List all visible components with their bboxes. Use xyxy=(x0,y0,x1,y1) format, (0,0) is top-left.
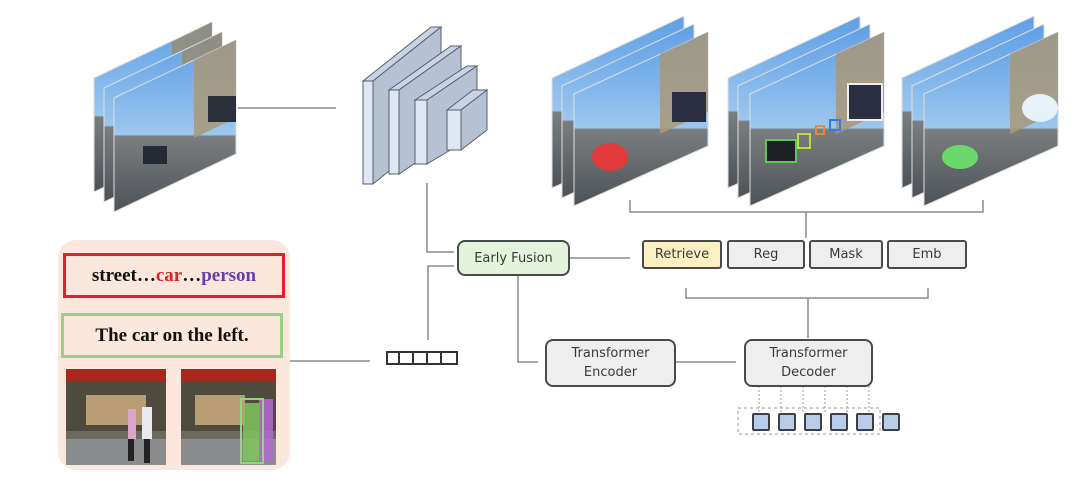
visual-prompt-image-1 xyxy=(66,369,166,465)
decoder-label-line2: Decoder xyxy=(781,365,836,380)
category-prompt-box: street…car…person xyxy=(63,253,285,298)
reg-head: Reg xyxy=(727,240,805,269)
reg-label: Reg xyxy=(753,247,779,262)
retrieve-head: Retrieve xyxy=(642,240,722,269)
backbone-block-4 xyxy=(445,88,489,152)
early-fusion-label: Early Fusion xyxy=(474,250,553,266)
car-bounding-box xyxy=(765,139,797,163)
output-stack-retrieve xyxy=(551,15,709,207)
heads-bracket xyxy=(685,288,929,299)
query-token xyxy=(882,413,900,431)
query-token xyxy=(752,413,770,431)
mask-head: Mask xyxy=(809,240,883,269)
backbone-to-fusion-line xyxy=(426,183,454,253)
transformer-encoder-node: Transformer Encoder xyxy=(545,339,676,387)
output-stack-mask xyxy=(901,15,1059,207)
video-frame-front xyxy=(113,39,237,213)
output-frames xyxy=(551,15,1059,207)
expression-prompt-box: The car on the left. xyxy=(61,313,283,358)
tokens-to-fusion-line xyxy=(427,265,454,340)
category-ellipsis: … xyxy=(182,264,202,286)
emb-head: Emb xyxy=(887,240,967,269)
visual-prompt-image-2 xyxy=(181,369,276,465)
green-car-mask xyxy=(942,145,978,169)
encoder-label-line1: Transformer xyxy=(571,346,650,361)
retrieve-label: Retrieve xyxy=(654,247,710,262)
category-word-street: street… xyxy=(91,264,156,286)
category-word-person: person xyxy=(201,264,257,286)
text-token-sequence xyxy=(386,351,458,365)
query-token xyxy=(830,413,848,431)
decoder-label-line1: Transformer xyxy=(769,346,848,361)
cnn-backbone xyxy=(361,25,489,186)
transformer-decoder-node: Transformer Decoder xyxy=(744,339,873,387)
query-token xyxy=(804,413,822,431)
encoder-label-line2: Encoder xyxy=(583,365,638,380)
mask-label: Mask xyxy=(829,247,863,262)
emb-label: Emb xyxy=(912,247,942,262)
expression-prompt-text: The car on the left. xyxy=(95,324,249,346)
input-video-frames xyxy=(93,21,237,213)
text-token xyxy=(440,351,458,365)
query-token xyxy=(778,413,796,431)
red-car-mask xyxy=(592,143,628,171)
query-token-row xyxy=(752,413,900,431)
query-token xyxy=(856,413,874,431)
fusion-to-encoder-line xyxy=(517,276,538,363)
category-word-car: car xyxy=(155,264,183,286)
early-fusion-node: Early Fusion xyxy=(457,240,570,276)
output-stack-reg xyxy=(727,15,885,207)
